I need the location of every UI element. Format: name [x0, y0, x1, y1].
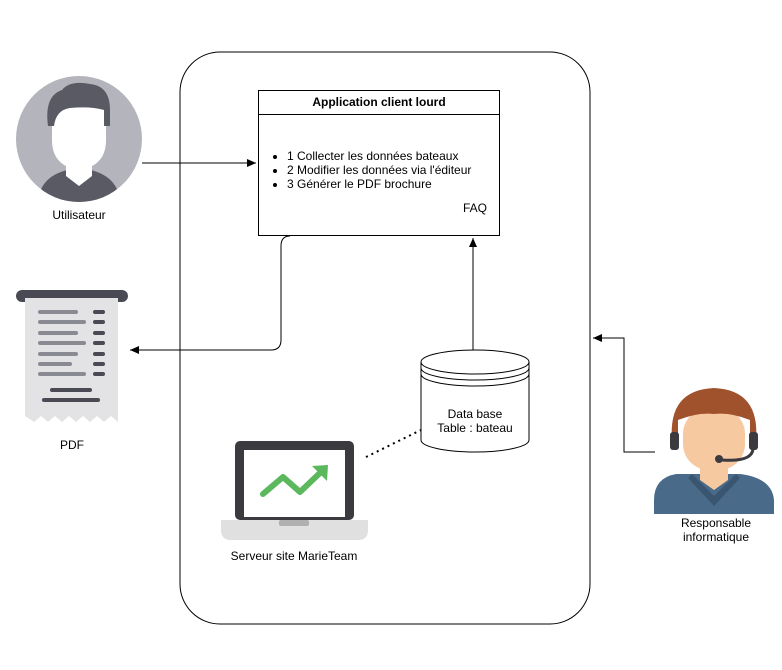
database-label: Data base Table : bateau	[420, 407, 530, 435]
step-item: 1 Collecter les données bateaux	[287, 149, 471, 163]
step-item: 2 Modifier les données via l'éditeur	[287, 163, 471, 177]
database-label-line1: Data base	[447, 407, 503, 421]
admin-label: Responsable informatique	[660, 516, 772, 544]
step-item: 3 Générer le PDF brochure	[287, 177, 471, 191]
admin-label-line2: informatique	[682, 530, 750, 544]
faq-label: FAQ	[462, 201, 487, 215]
user-avatar-icon	[16, 76, 142, 202]
pdf-document-icon	[16, 290, 128, 422]
arrow-app-to-pdf	[130, 235, 291, 354]
admin-label-line1: Responsable	[680, 516, 752, 530]
arrow-admin-to-system	[593, 334, 655, 453]
database-label-line2: Table : bateau	[437, 421, 513, 435]
application-box: Application client lourd 1 Collecter les…	[258, 90, 500, 236]
admin-support-agent-icon	[654, 388, 774, 514]
server-label: Serveur site MarieTeam	[230, 549, 358, 563]
application-title: Application client lourd	[259, 91, 499, 115]
system-boundary	[179, 51, 591, 625]
laptop-chart-icon	[221, 441, 368, 540]
database-cylinder-icon	[420, 349, 530, 453]
link-server-database	[365, 429, 422, 458]
user-label: Utilisateur	[52, 208, 106, 222]
pdf-label: PDF	[60, 438, 84, 452]
application-steps-list: 1 Collecter les données bateaux 2 Modifi…	[259, 149, 471, 191]
